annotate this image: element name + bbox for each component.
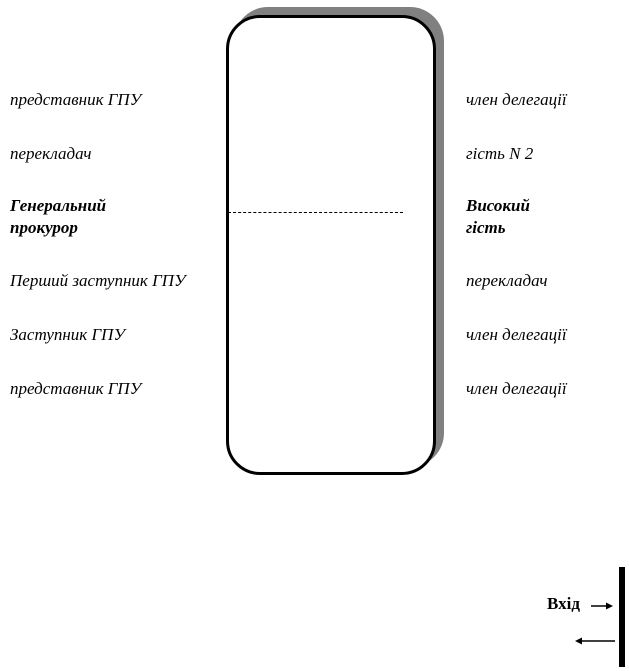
right-seat-6-label: член делегації bbox=[466, 379, 567, 398]
negotiation-table bbox=[226, 15, 436, 475]
left-seat-1-label: представник ГПУ bbox=[10, 90, 142, 109]
right-seat-3-label-line2: гість bbox=[466, 218, 506, 237]
left-seat-5-label: Заступник ГПУ bbox=[10, 325, 125, 344]
arrow-right-icon bbox=[591, 602, 613, 610]
left-seat-4-label: Перший заступник ГПУ bbox=[10, 271, 186, 290]
left-seat-2-label: перекладач bbox=[10, 144, 92, 163]
right-seat-3-label-line1: Високий bbox=[466, 196, 530, 215]
right-seat-5-label: член делегації bbox=[466, 325, 567, 344]
right-seat-4-label: перекладач bbox=[466, 271, 548, 290]
entrance-label: Вхід bbox=[547, 594, 580, 613]
table-center-line bbox=[228, 212, 403, 213]
left-seat-3-label-line1: Генеральний bbox=[10, 196, 107, 215]
entrance-door bbox=[619, 567, 625, 667]
right-seat-2-label: гість N 2 bbox=[466, 144, 534, 163]
left-seat-6-label: представник ГПУ bbox=[10, 379, 142, 398]
arrow-left-icon bbox=[575, 637, 615, 645]
right-seat-1-label: член делегації bbox=[466, 90, 567, 109]
left-seat-3-label-line2: прокурор bbox=[10, 218, 78, 237]
